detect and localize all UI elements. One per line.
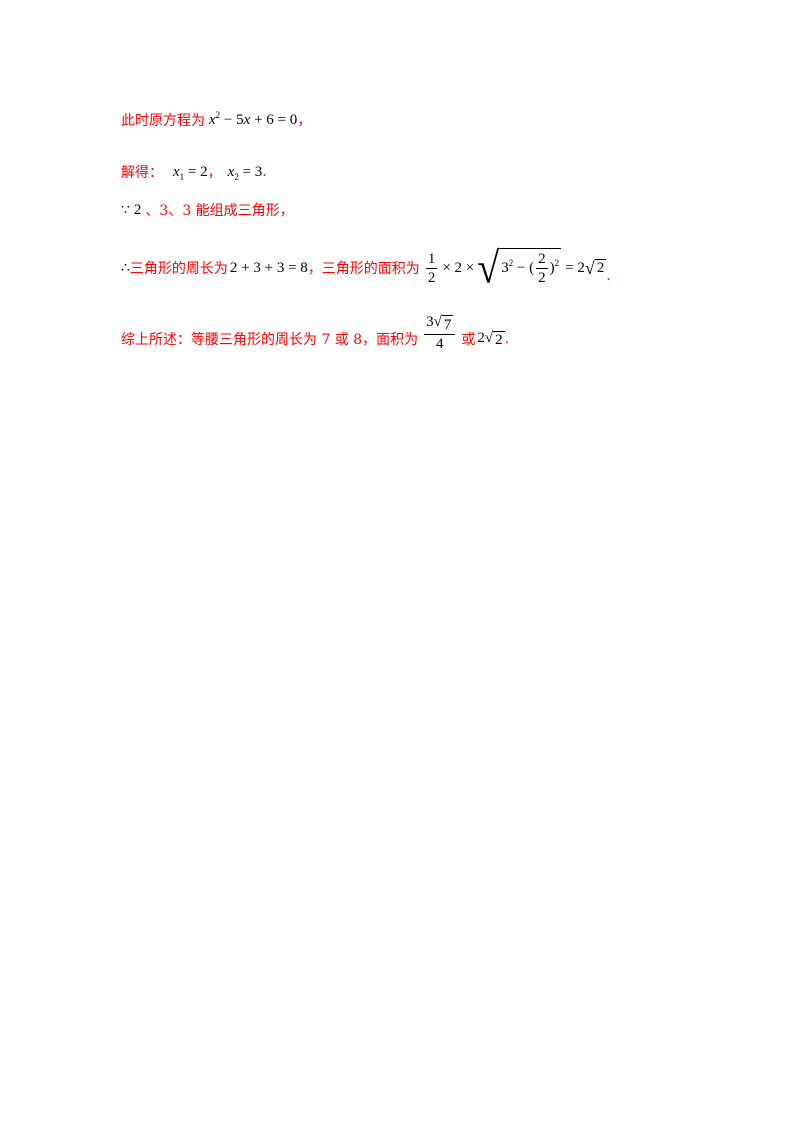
solution-x1: x1 = 2 xyxy=(173,163,208,182)
perimeter-equation: 2 + 3 + 3 = 8 xyxy=(229,259,308,276)
original-equation: x2 − 5x + 6 = 0 xyxy=(209,109,298,128)
original-equation-label: 此时原方程为 xyxy=(121,113,205,129)
line4-end: . xyxy=(606,268,611,284)
or-word: 或 xyxy=(461,332,476,348)
line-original-equation: 此时原方程为 x2 − 5x + 6 = 0 ， xyxy=(121,110,311,130)
triangle-check-text: 、3、3 能组成三角形， xyxy=(145,203,294,219)
solution-x2: x2 = 3 xyxy=(227,163,263,182)
solutions-label: 解得： xyxy=(121,165,163,181)
because-symbol: ∵ xyxy=(121,202,130,218)
line1-end: ， xyxy=(297,113,312,129)
solutions-comma: ， xyxy=(207,165,222,181)
line-conclusion: 综上所述：等腰三角形的周长为 7 或 8，面积为 3√7 4 或 2√2 . xyxy=(121,310,509,368)
alt-area: 2√2 xyxy=(477,329,505,348)
conclusion-text: 综上所述：等腰三角形的周长为 7 或 8，面积为 xyxy=(121,332,419,348)
area-fraction: 3√7 4 xyxy=(424,313,456,353)
line-solutions: 解得： x1 = 2 ， x2 = 3 . xyxy=(121,162,267,182)
line-triangle-check: ∵ 2 、3、3 能组成三角形， xyxy=(121,200,294,220)
side-two: 2 xyxy=(133,201,142,218)
area-label: ，三角形的面积为 xyxy=(307,261,420,277)
line2-end: . xyxy=(262,164,267,180)
line5-end: . xyxy=(504,331,510,347)
therefore-symbol: ∴ xyxy=(121,260,130,276)
perimeter-label: 三角形的周长为 xyxy=(129,261,228,277)
